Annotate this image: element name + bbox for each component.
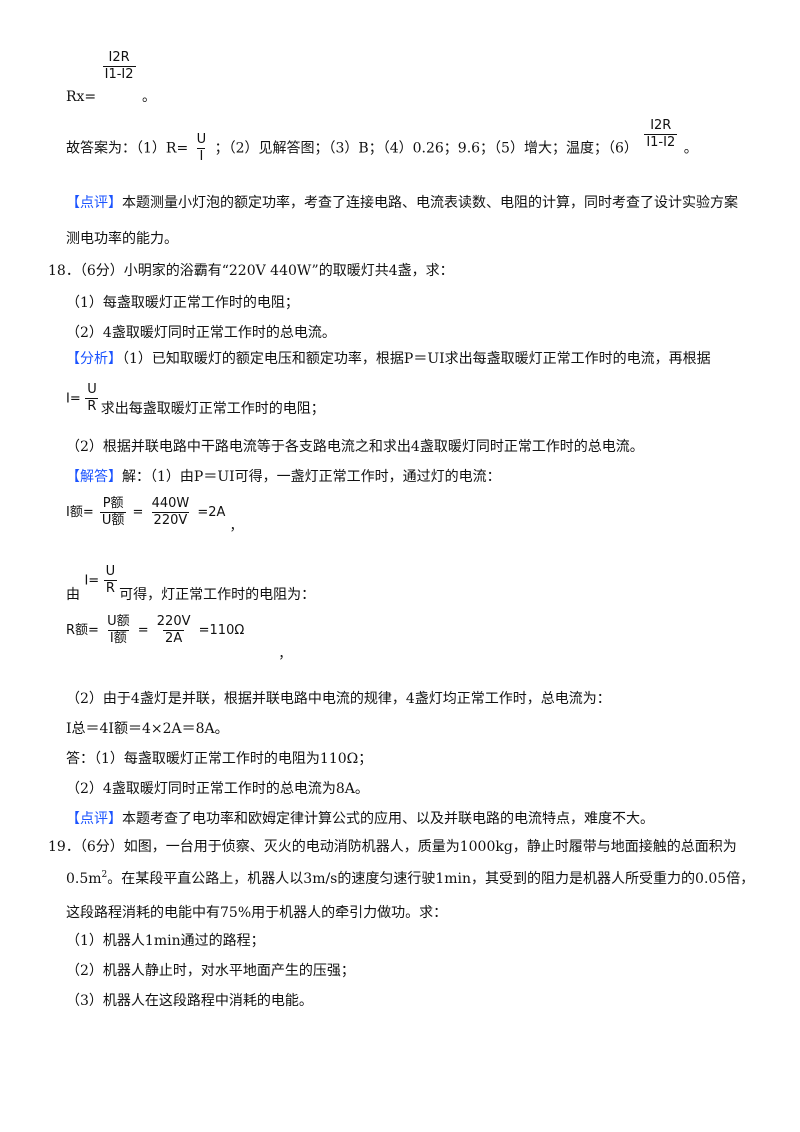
- formula-rx-lhs: Rx=: [66, 88, 97, 105]
- question-19-area-exponent: 2: [101, 870, 108, 880]
- formula-resistance-den2: 2A: [163, 630, 185, 646]
- analysis-line1: 【分析】（1）已知取暖灯的额定电压和额定功率，根据P＝UI求出每盏取暖灯正常工作…: [66, 348, 711, 368]
- formula-resistance-num1: U额: [107, 614, 130, 629]
- question-19-item1: （1）机器人1min通过的路程；: [66, 933, 265, 949]
- question-19-line2: 0.5m2。在某段平直公路上，机器人以3m/s的速度匀速行驶1min，其受到的阻…: [66, 868, 754, 888]
- formula-resistance: R额= U额 I额 = 220V 2A =110Ω ，: [66, 614, 291, 662]
- formula-rx-end: 。: [141, 88, 156, 105]
- formula-current-eq: =: [132, 505, 144, 520]
- formula-rx-denominator: I1-I2: [102, 66, 136, 82]
- answer-fraction-ui: U I: [195, 132, 209, 165]
- ohm-law-line: 由 I= U R 可得，灯正常工作时的电阻为：: [66, 564, 315, 603]
- analysis-line2: I= U R 求出每盏取暖灯正常工作时的电阻；: [66, 382, 325, 417]
- analysis-formula-den: R: [85, 398, 99, 414]
- analysis-formula-fraction: U R: [85, 382, 99, 415]
- solution-text1: 解：（1）由P＝UI可得，一盏灯正常工作时，通过灯的电流：: [122, 469, 501, 485]
- formula-resistance-lhs: R额=: [66, 623, 99, 638]
- analysis-tag: 【分析】: [66, 351, 122, 367]
- question-19-area: 0.5m: [66, 871, 102, 887]
- ohm-rest: 可得，灯正常工作时的电阻为：: [119, 586, 316, 603]
- formula-resistance-comma: ，: [278, 647, 292, 662]
- ohm-formula-fraction: U R: [103, 564, 118, 597]
- formula-current: I额= P额 U额 = 440W 220V =2A ，: [66, 496, 243, 534]
- formula-current-den2: 220V: [151, 512, 190, 528]
- review-tag: 【点评】: [66, 195, 122, 211]
- answer-fraction2-den: I1-I2: [644, 134, 678, 150]
- answer-end: 。: [683, 140, 698, 157]
- formula-resistance-frac2: 220V 2A: [155, 614, 193, 647]
- formula-current-frac1: P额 U额: [99, 496, 127, 529]
- formula-current-den1: U额: [99, 512, 127, 528]
- answer-fraction-rx: I2R I1-I2: [644, 118, 678, 151]
- formula-rx-fraction: I2R I1-I2: [102, 50, 136, 83]
- formula-current-comma: ，: [229, 519, 243, 534]
- analysis-formula-num: U: [87, 382, 97, 397]
- analysis-text2: 求出每盏取暖灯正常工作时的电阻；: [100, 400, 325, 417]
- review-text: 本题测量小灯泡的额定功率，考查了连接电路、电流表读数、电阻的计算，同时考查了设计…: [122, 195, 738, 211]
- answer-fraction-num: U: [196, 132, 207, 147]
- answer-fraction2-num: I2R: [650, 118, 672, 133]
- answer-rest: ；（2）见解答图；（3）B；（4）0.26；9.6；（5）增大；温度；（6）: [214, 140, 638, 157]
- question-18-head: 18．（6分）小明家的浴霸有“220V 440W”的取暖灯共4盏，求：: [48, 263, 454, 279]
- answer-fraction-den: I: [197, 148, 206, 164]
- answer-line: 故答案为：（1）R= U I ；（2）见解答图；（3）B；（4）0.26；9.6…: [66, 118, 698, 165]
- solution-line1: 【解答】解：（1）由P＝UI可得，一盏灯正常工作时，通过灯的电流：: [66, 466, 501, 486]
- question-18-item1: （1）每盏取暖灯正常工作时的电阻；: [66, 295, 299, 311]
- formula-current-result: =2A: [197, 505, 226, 520]
- ohm-formula-num: U: [105, 564, 116, 579]
- question-18-item2: （2）4盏取暖灯同时正常工作时的总电流。: [66, 325, 336, 341]
- formula-current-num1: P额: [102, 496, 124, 511]
- question-19-line1: 19．（6分）如图，一台用于侦察、灭火的电动消防机器人，质量为1000kg，静止…: [48, 839, 737, 855]
- question-19-item3: （3）机器人在这段路程中消耗的电能。: [66, 993, 313, 1009]
- analysis-text1: （1）已知取暖灯的额定电压和额定功率，根据P＝UI求出每盏取暖灯正常工作时的电流…: [122, 351, 711, 367]
- ohm-by: 由: [66, 586, 80, 603]
- question-19-line2-rest: 。在某段平直公路上，机器人以3m/s的速度匀速行驶1min，其受到的阻力是机器人…: [107, 871, 755, 887]
- solution-line3: I总＝4I额＝4×2A＝8A。: [66, 721, 229, 737]
- review-18-text: 本题考查了电功率和欧姆定律计算公式的应用、以及并联电路的电流特点，难度不大。: [122, 811, 654, 827]
- review-17-line2: 测电功率的能力。: [66, 231, 178, 247]
- answer-18-line1: 答：（1）每盏取暖灯正常工作时的电阻为110Ω；: [66, 751, 373, 767]
- formula-resistance-eq: =: [137, 623, 149, 638]
- solution-tag: 【解答】: [66, 469, 122, 485]
- question-19-item2: （2）机器人静止时，对水平地面产生的压强；: [66, 963, 355, 979]
- review-18-tag: 【点评】: [66, 811, 122, 827]
- formula-current-frac2: 440W 220V: [150, 496, 192, 529]
- formula-rx: Rx= I2R I1-I2 。: [66, 50, 156, 105]
- solution-line2: （2）由于4盏灯是并联，根据并联电路中电流的规律，4盏灯均正常工作时，总电流为：: [66, 691, 611, 707]
- review-18: 【点评】本题考查了电功率和欧姆定律计算公式的应用、以及并联电路的电流特点，难度不…: [66, 808, 654, 828]
- formula-current-num2: 440W: [151, 496, 190, 511]
- formula-current-lhs: I额=: [66, 505, 94, 520]
- analysis-formula-lhs: I=: [66, 391, 81, 407]
- question-19-line3: 这段路程消耗的电能中有75%用于机器人的牵引力做功。求：: [66, 905, 448, 921]
- ohm-formula-lhs: I=: [84, 573, 100, 589]
- review-17-line1: 【点评】本题测量小灯泡的额定功率，考查了连接电路、电流表读数、电阻的计算，同时考…: [66, 192, 738, 212]
- answer-prefix: 故答案为：（1）R=: [66, 140, 189, 157]
- formula-resistance-num2: 220V: [156, 614, 191, 629]
- formula-rx-numerator: I2R: [108, 50, 130, 65]
- ohm-formula-den: R: [103, 580, 117, 596]
- analysis-line3: （2）根据并联电路中干路电流等于各支路电流之和求出4盏取暖灯同时正常工作时的总电…: [66, 439, 644, 455]
- formula-resistance-den1: I额: [107, 630, 129, 646]
- answer-18-line2: （2）4盏取暖灯同时正常工作时的总电流为8A。: [66, 781, 369, 797]
- formula-resistance-frac1: U额 I额: [105, 614, 132, 647]
- formula-resistance-result: =110Ω: [198, 623, 245, 638]
